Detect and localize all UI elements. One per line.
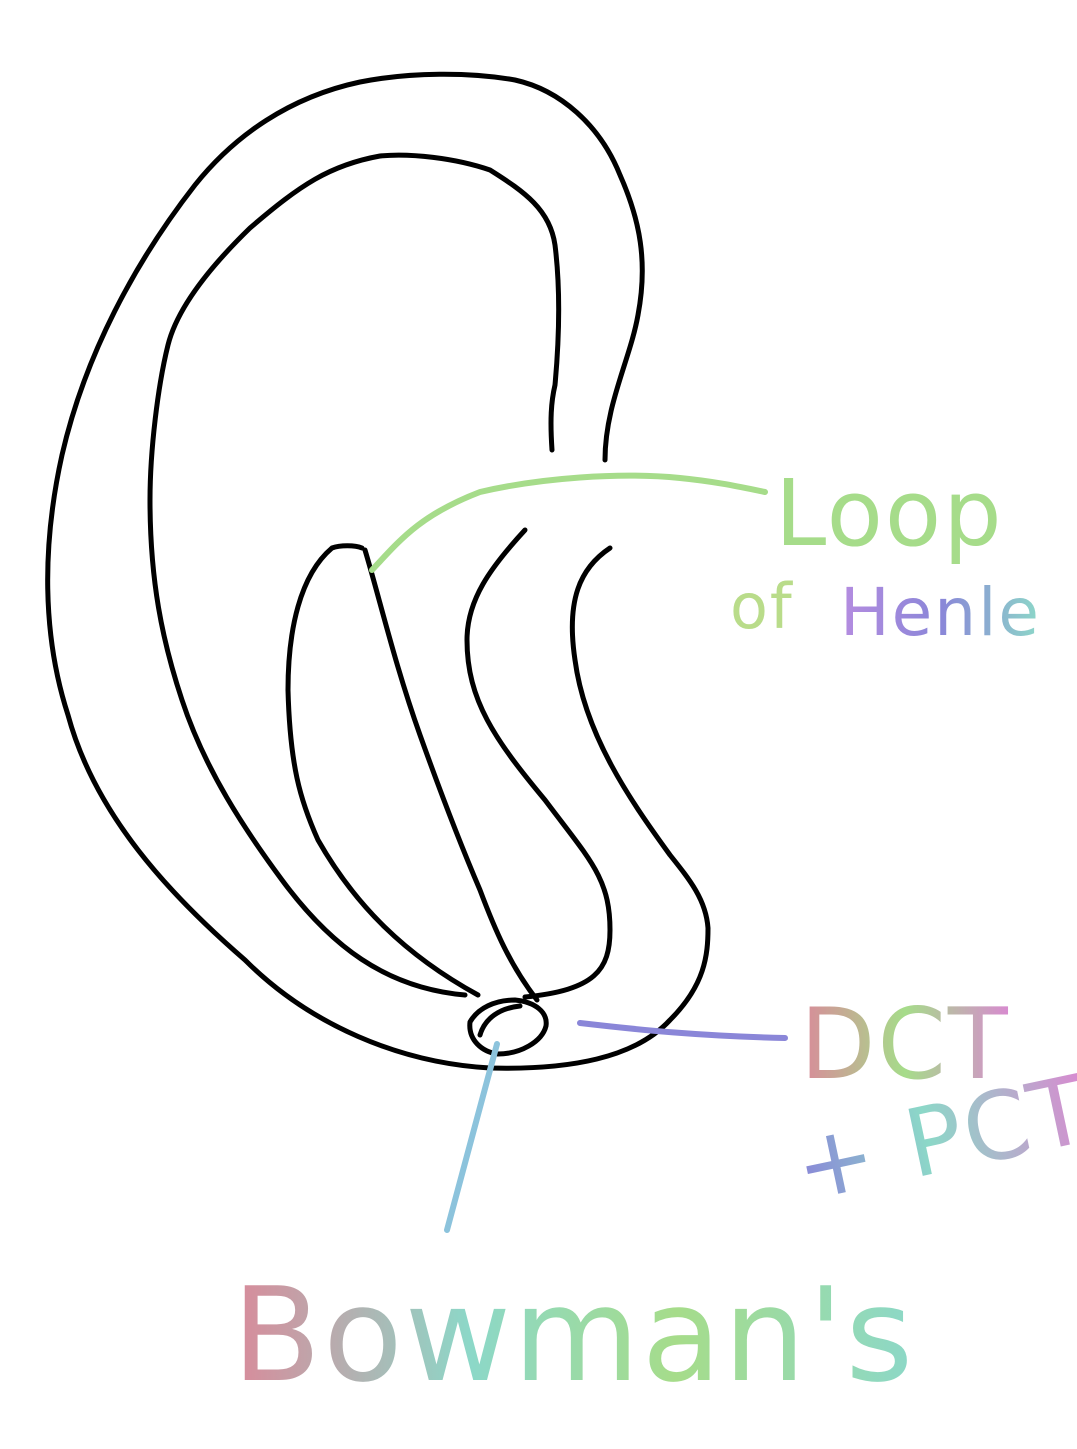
of-label: of: [730, 570, 794, 643]
loop-of-henle-leader: [369, 472, 768, 573]
inner-tubule-outline: [147, 152, 562, 998]
bowmans-leader: [444, 1041, 500, 1233]
inner-limb-left-outline: [285, 543, 481, 998]
bowmans-capsule-outline: [467, 997, 549, 1057]
dct-label: DCT: [800, 988, 1010, 1102]
henle-label: Henle: [840, 574, 1041, 651]
loop-label: Loop: [775, 460, 1004, 567]
middle-limb-outline: [464, 527, 613, 1000]
outer-tubule-outline: [45, 71, 711, 1071]
inner-limb-right-outline: [362, 547, 540, 1003]
dct-pct-leader: [577, 1020, 788, 1041]
bowmans-capsule-inner: [477, 1003, 523, 1038]
bowmans-label: Bowman's: [232, 1259, 915, 1411]
